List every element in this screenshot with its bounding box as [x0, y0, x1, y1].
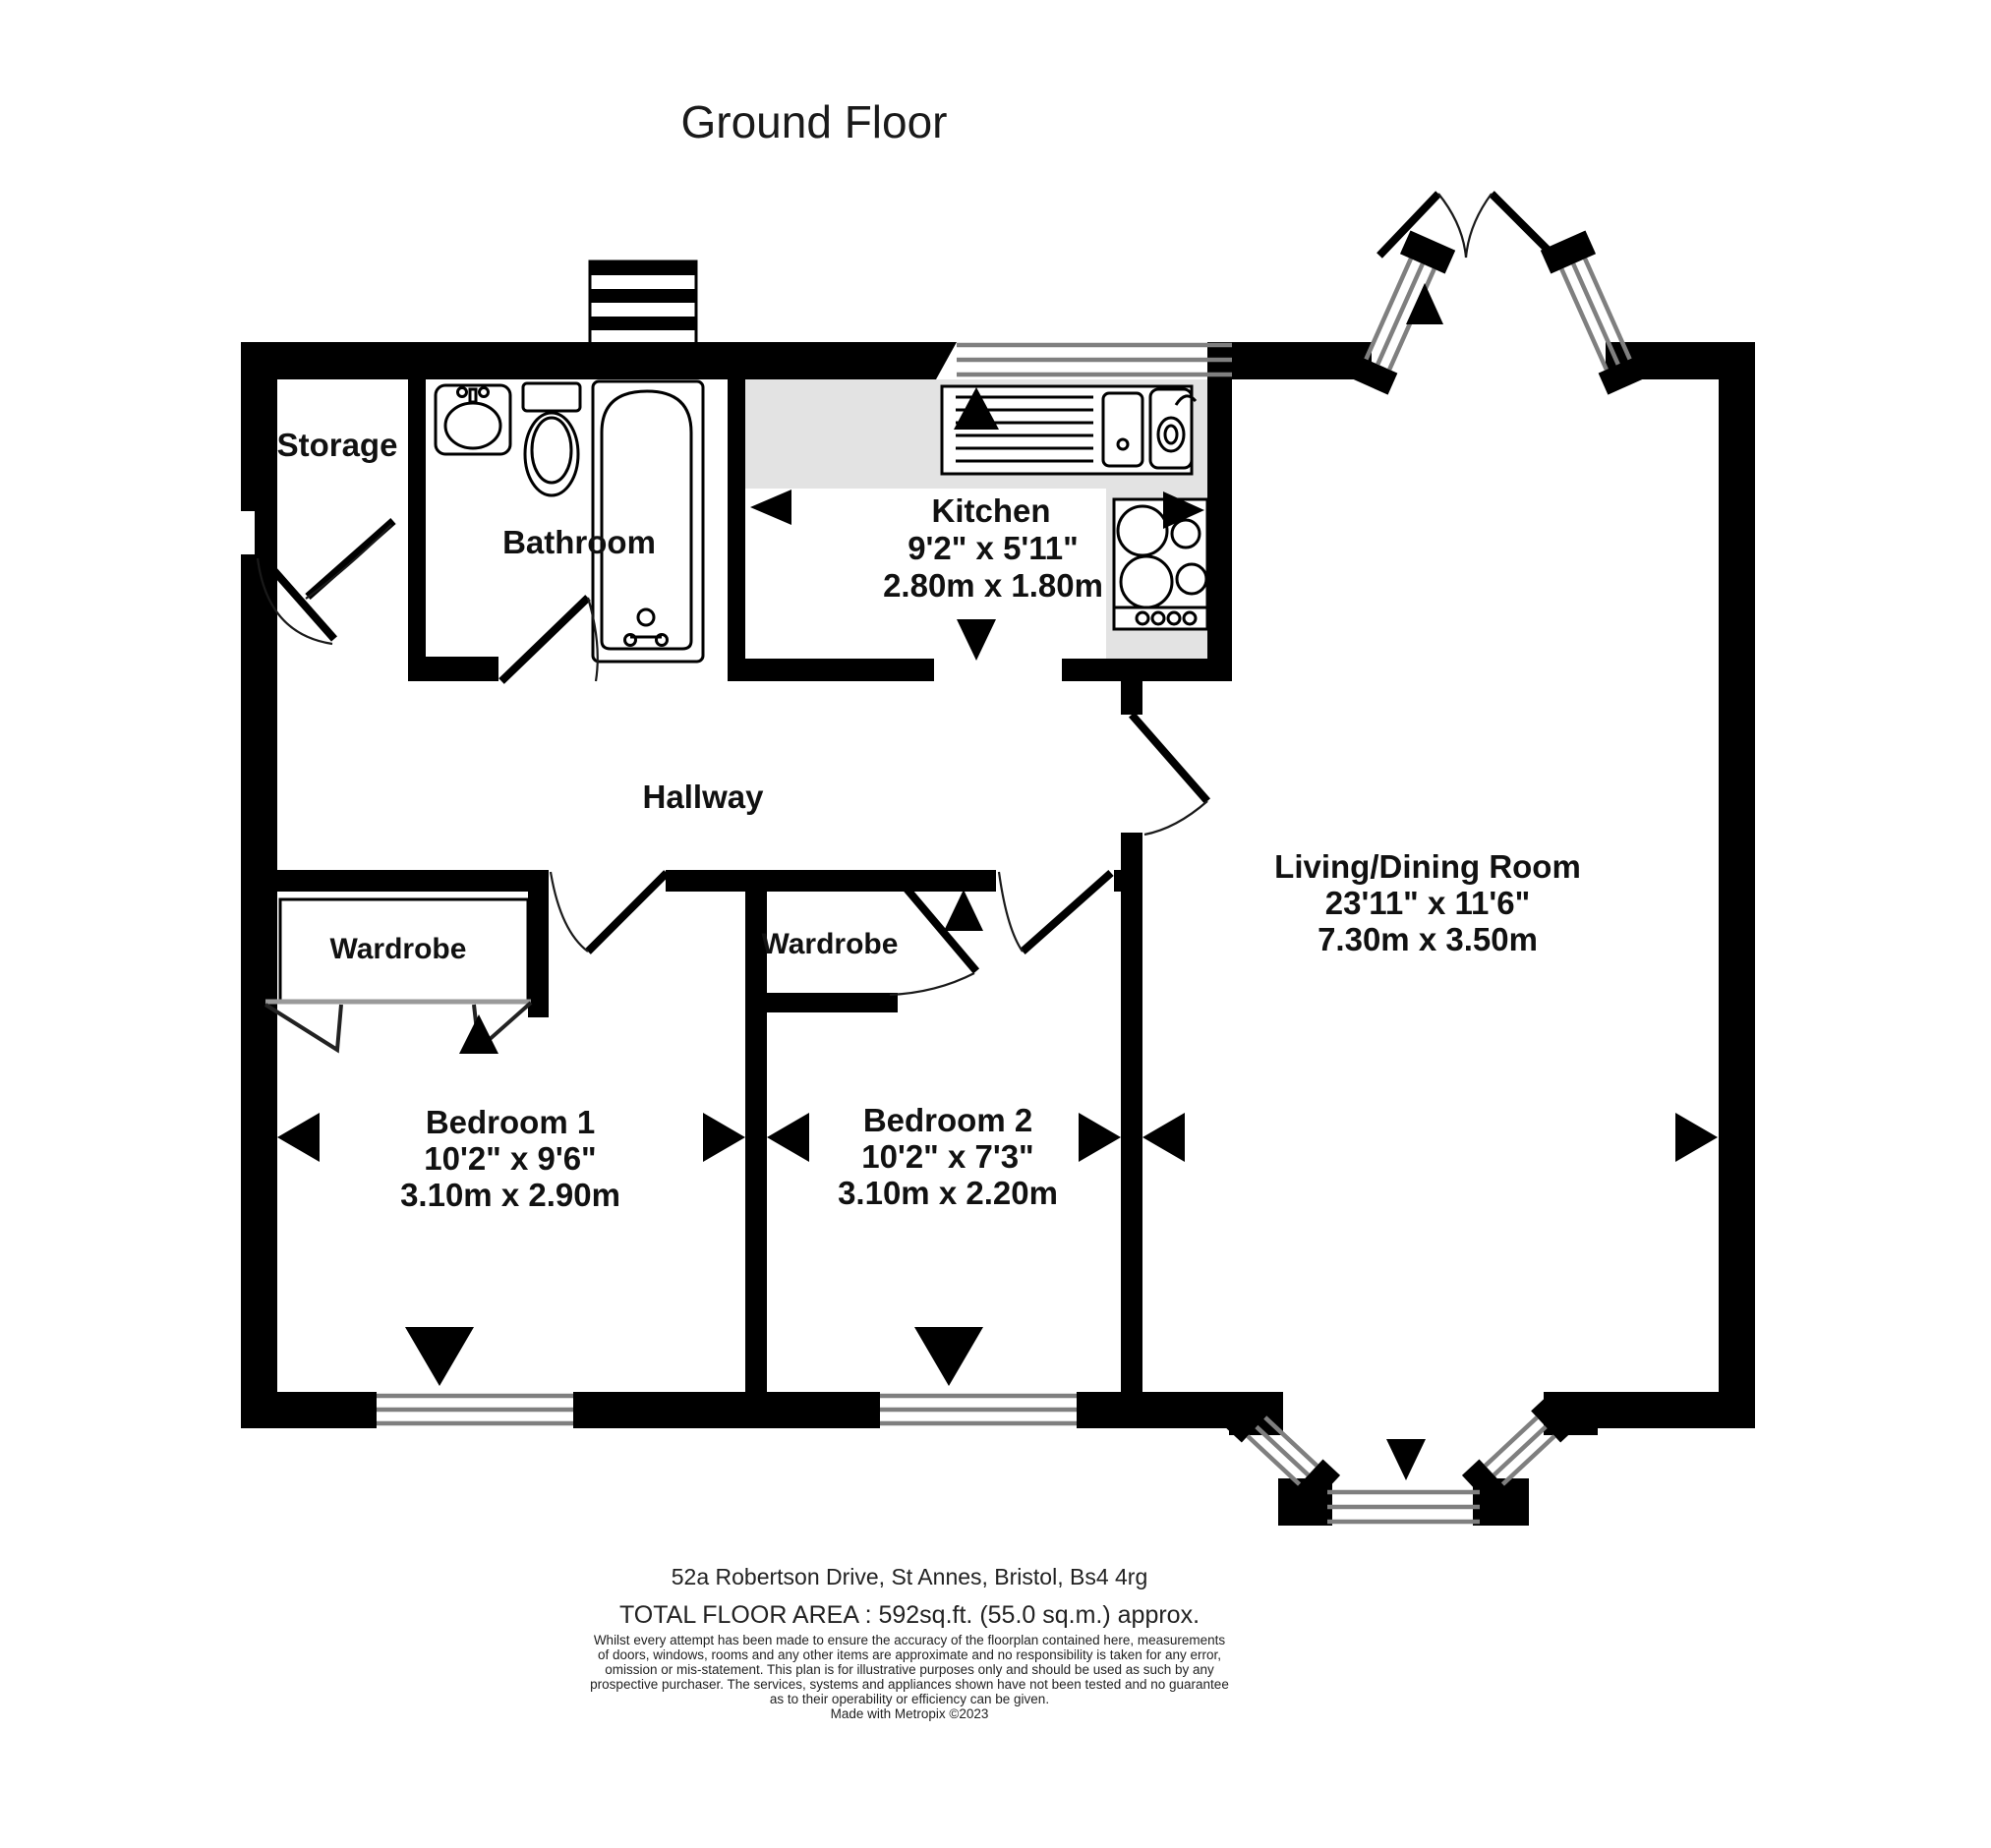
hallway-label: Hallway — [643, 779, 765, 815]
wall-wardrobe1-side — [528, 870, 549, 1017]
bedroom1-dims-imperial: 10'2" x 9'6" — [424, 1140, 596, 1177]
wall-hall-living-a — [1121, 681, 1142, 715]
bathtub-icon — [591, 379, 705, 664]
bedroom1-label: Bedroom 1 — [426, 1104, 595, 1140]
living-arrow-right-icon — [1675, 1113, 1718, 1162]
bay-window-bottom-center — [1327, 1439, 1480, 1525]
door-bathroom — [498, 595, 599, 684]
disclaimer-line: as to their operability or efficiency ca… — [770, 1692, 1049, 1706]
bedroom1-arrow-left-icon — [277, 1113, 320, 1162]
kitchen-dims-imperial: 9'2" x 5'11" — [908, 530, 1079, 566]
bedroom1-window-arrow-icon — [405, 1327, 474, 1386]
wall-left-notch — [241, 511, 255, 554]
bedroom1-dims-metric: 3.10m x 2.90m — [400, 1177, 620, 1213]
wardrobe1-unit — [264, 897, 533, 1054]
wall-kitchen-bottom-b — [1062, 659, 1232, 681]
living-dims-imperial: 23'11" x 11'6" — [1325, 885, 1531, 921]
wardrobe1-arrow-icon — [459, 1014, 498, 1054]
bay-window-top-left — [1348, 230, 1456, 395]
footer-total-area: TOTAL FLOOR AREA : 592sq.ft. (55.0 sq.m.… — [619, 1601, 1200, 1629]
wall-hall-living-b — [1121, 833, 1142, 1392]
wall-bedroom-divider — [745, 892, 767, 1392]
kitchen-arrow-right-icon — [1163, 491, 1204, 529]
kitchen-door-arrow-icon — [957, 619, 996, 661]
wall-storage-bathroom — [408, 379, 426, 657]
bedroom2-dims-imperial: 10'2" x 7'3" — [861, 1138, 1033, 1175]
wall-right — [1719, 342, 1755, 1428]
disclaimer-line: of doors, windows, rooms and any other i… — [598, 1647, 1221, 1662]
bedroom2-window-arrow-icon — [914, 1327, 983, 1386]
disclaimer-line: Whilst every attempt has been made to en… — [594, 1633, 1226, 1647]
entrance-steps-icon — [588, 260, 698, 346]
bay-window-bottom-right — [1461, 1394, 1578, 1508]
living-dims-metric: 7.30m x 3.50m — [1318, 921, 1538, 957]
bedroom2-label: Bedroom 2 — [863, 1102, 1032, 1138]
toilet-icon — [521, 381, 582, 497]
bedroom1-arrow-right-icon — [703, 1113, 745, 1162]
entrance-arrow-icon — [1406, 283, 1443, 324]
door-bedroom2 — [997, 870, 1114, 954]
wall-wardrobe2-bottom — [745, 993, 898, 1012]
bathroom-sink-icon — [434, 383, 512, 456]
kitchen-label: Kitchen — [931, 492, 1050, 529]
french-doors-top — [1376, 191, 1556, 324]
living-arrow-left-icon — [1142, 1113, 1185, 1162]
door-bedroom1 — [549, 870, 670, 954]
bedroom2-arrow-right-icon — [1079, 1113, 1121, 1162]
wardrobe2-door — [889, 886, 983, 997]
wardrobe1-label: Wardrobe — [330, 933, 467, 965]
wardrobe2-label: Wardrobe — [762, 928, 899, 960]
measure-arrows — [277, 387, 1718, 1386]
disclaimer-line: omission or mis-statement. This plan is … — [605, 1662, 1214, 1677]
footer-address: 52a Robertson Drive, St Annes, Bristol, … — [672, 1564, 1148, 1589]
disclaimer-line: prospective purchaser. The services, sys… — [590, 1677, 1229, 1692]
walls — [241, 342, 1755, 1526]
wall-bedroom1-top-a — [277, 870, 528, 892]
wardrobe2-arrow-icon — [944, 890, 983, 931]
wall-bottom-1 — [241, 1392, 377, 1428]
wall-bathroom-bottom — [408, 657, 498, 681]
wall-bathroom-kitchen — [728, 342, 745, 681]
kitchen-arrow-left-icon — [750, 490, 791, 525]
bathroom-label: Bathroom — [502, 524, 656, 560]
wall-bedroom1-top-b — [666, 870, 767, 892]
kitchen-window — [957, 342, 1232, 377]
bedroom1-window — [377, 1393, 573, 1426]
kitchen-dims-metric: 2.80m x 1.80m — [883, 567, 1103, 604]
living-label: Living/Dining Room — [1274, 848, 1581, 885]
wall-bottom-3 — [1077, 1392, 1142, 1428]
page-title: Ground Floor — [680, 96, 947, 147]
door-hall-living — [1128, 712, 1211, 837]
wall-left — [241, 342, 277, 1428]
wall-bottom-right — [1593, 1392, 1755, 1428]
wall-bedroom2-top-a — [767, 870, 996, 892]
bedroom2-arrow-left-icon — [767, 1113, 809, 1162]
bay-window-bottom-left — [1224, 1394, 1341, 1508]
wall-kitchen-living — [1207, 342, 1232, 681]
door-storage — [256, 518, 396, 646]
window-arrow-icon — [1386, 1439, 1426, 1480]
wall-kitchen-bottom-a — [728, 659, 934, 681]
hob-icon — [1112, 497, 1209, 631]
disclaimer-metropix: Made with Metropix ©2023 — [831, 1706, 989, 1721]
wall-bottom-2 — [573, 1392, 880, 1428]
storage-label: Storage — [277, 427, 398, 463]
bedroom2-window — [880, 1393, 1077, 1426]
bedroom2-dims-metric: 3.10m x 2.20m — [838, 1175, 1058, 1211]
kitchen-entry-arrow-icon — [954, 387, 999, 430]
wall-living-top-left — [1232, 342, 1372, 379]
bay-window-top-right — [1540, 230, 1648, 395]
wall-top — [241, 342, 957, 379]
door-leaf-left — [1376, 191, 1441, 259]
door-leaf-right — [1489, 191, 1556, 259]
